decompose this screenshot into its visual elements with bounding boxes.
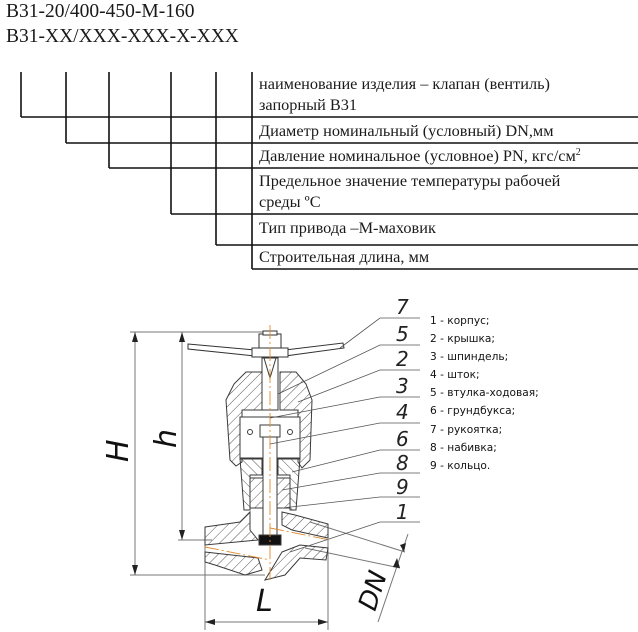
legend-item: 6 - грундбукса; (430, 405, 516, 418)
dimension-H (130, 331, 270, 576)
legend-item: 8 - набивка; (430, 441, 497, 454)
field-temp-line1: Предельное значение температуры рабочей (259, 171, 561, 190)
dim-label-L: L (256, 584, 273, 619)
dim-label-H: H (101, 439, 136, 462)
callout-2: 2 (396, 347, 409, 371)
legend-item: 1 - корпус; (430, 315, 490, 327)
callout-4: 4 (396, 400, 409, 424)
field-temp-line2: среды ºС (259, 192, 321, 211)
field-drive: Тип привода –М-маховик (259, 218, 436, 237)
callout-3: 3 (396, 374, 409, 398)
callout-7: 7 (396, 295, 409, 319)
field-pn: Давление номинальное (условное) PN, кгс/… (259, 145, 581, 167)
field-pn-text: Давление номинальное (условное) PN, кгс/… (259, 146, 576, 165)
field-name-line1: наименование изделия – клапан (вентиль) (259, 74, 550, 93)
legend-item: 2 - крышка; (430, 333, 495, 346)
dim-label-h: h (149, 429, 184, 448)
callout-8: 8 (396, 451, 409, 475)
field-dn: Диаметр номинальный (условный) DN,мм (259, 121, 554, 140)
parts-legend: 1 - корпус; 2 - крышка; 3 - шпиндель; 4 … (430, 312, 539, 475)
legend-item: 7 - рукоятка; (430, 423, 503, 436)
callout-6: 6 (396, 427, 409, 451)
legend-item: 4 - шток; (430, 369, 480, 382)
legend-item: 3 - шпиндель; (430, 351, 509, 364)
axis-lines (204, 325, 331, 580)
designation-example: В31-20/400-450-М-160 (6, 1, 195, 22)
code-breakdown-lines (20, 72, 638, 270)
dimension-h (178, 332, 212, 541)
gland-packing (239, 457, 301, 511)
callout-1: 1 (396, 500, 409, 524)
field-name-line2: запорный В31 (259, 95, 358, 114)
callout-9: 9 (396, 475, 409, 499)
field-pn-sup: 2 (575, 147, 581, 158)
legend-item: 9 - кольцо. (430, 459, 491, 472)
legend-item: 5 - втулка-ходовая; (430, 387, 539, 400)
leader-lines (269, 317, 420, 553)
handle (187, 330, 345, 358)
dim-label-DN: DN (353, 567, 394, 614)
callout-5: 5 (396, 322, 409, 346)
field-length: Строительная длина, мм (259, 247, 430, 266)
designation-pattern: В31-XX/XXX-XXX-X-XXX (6, 26, 239, 47)
